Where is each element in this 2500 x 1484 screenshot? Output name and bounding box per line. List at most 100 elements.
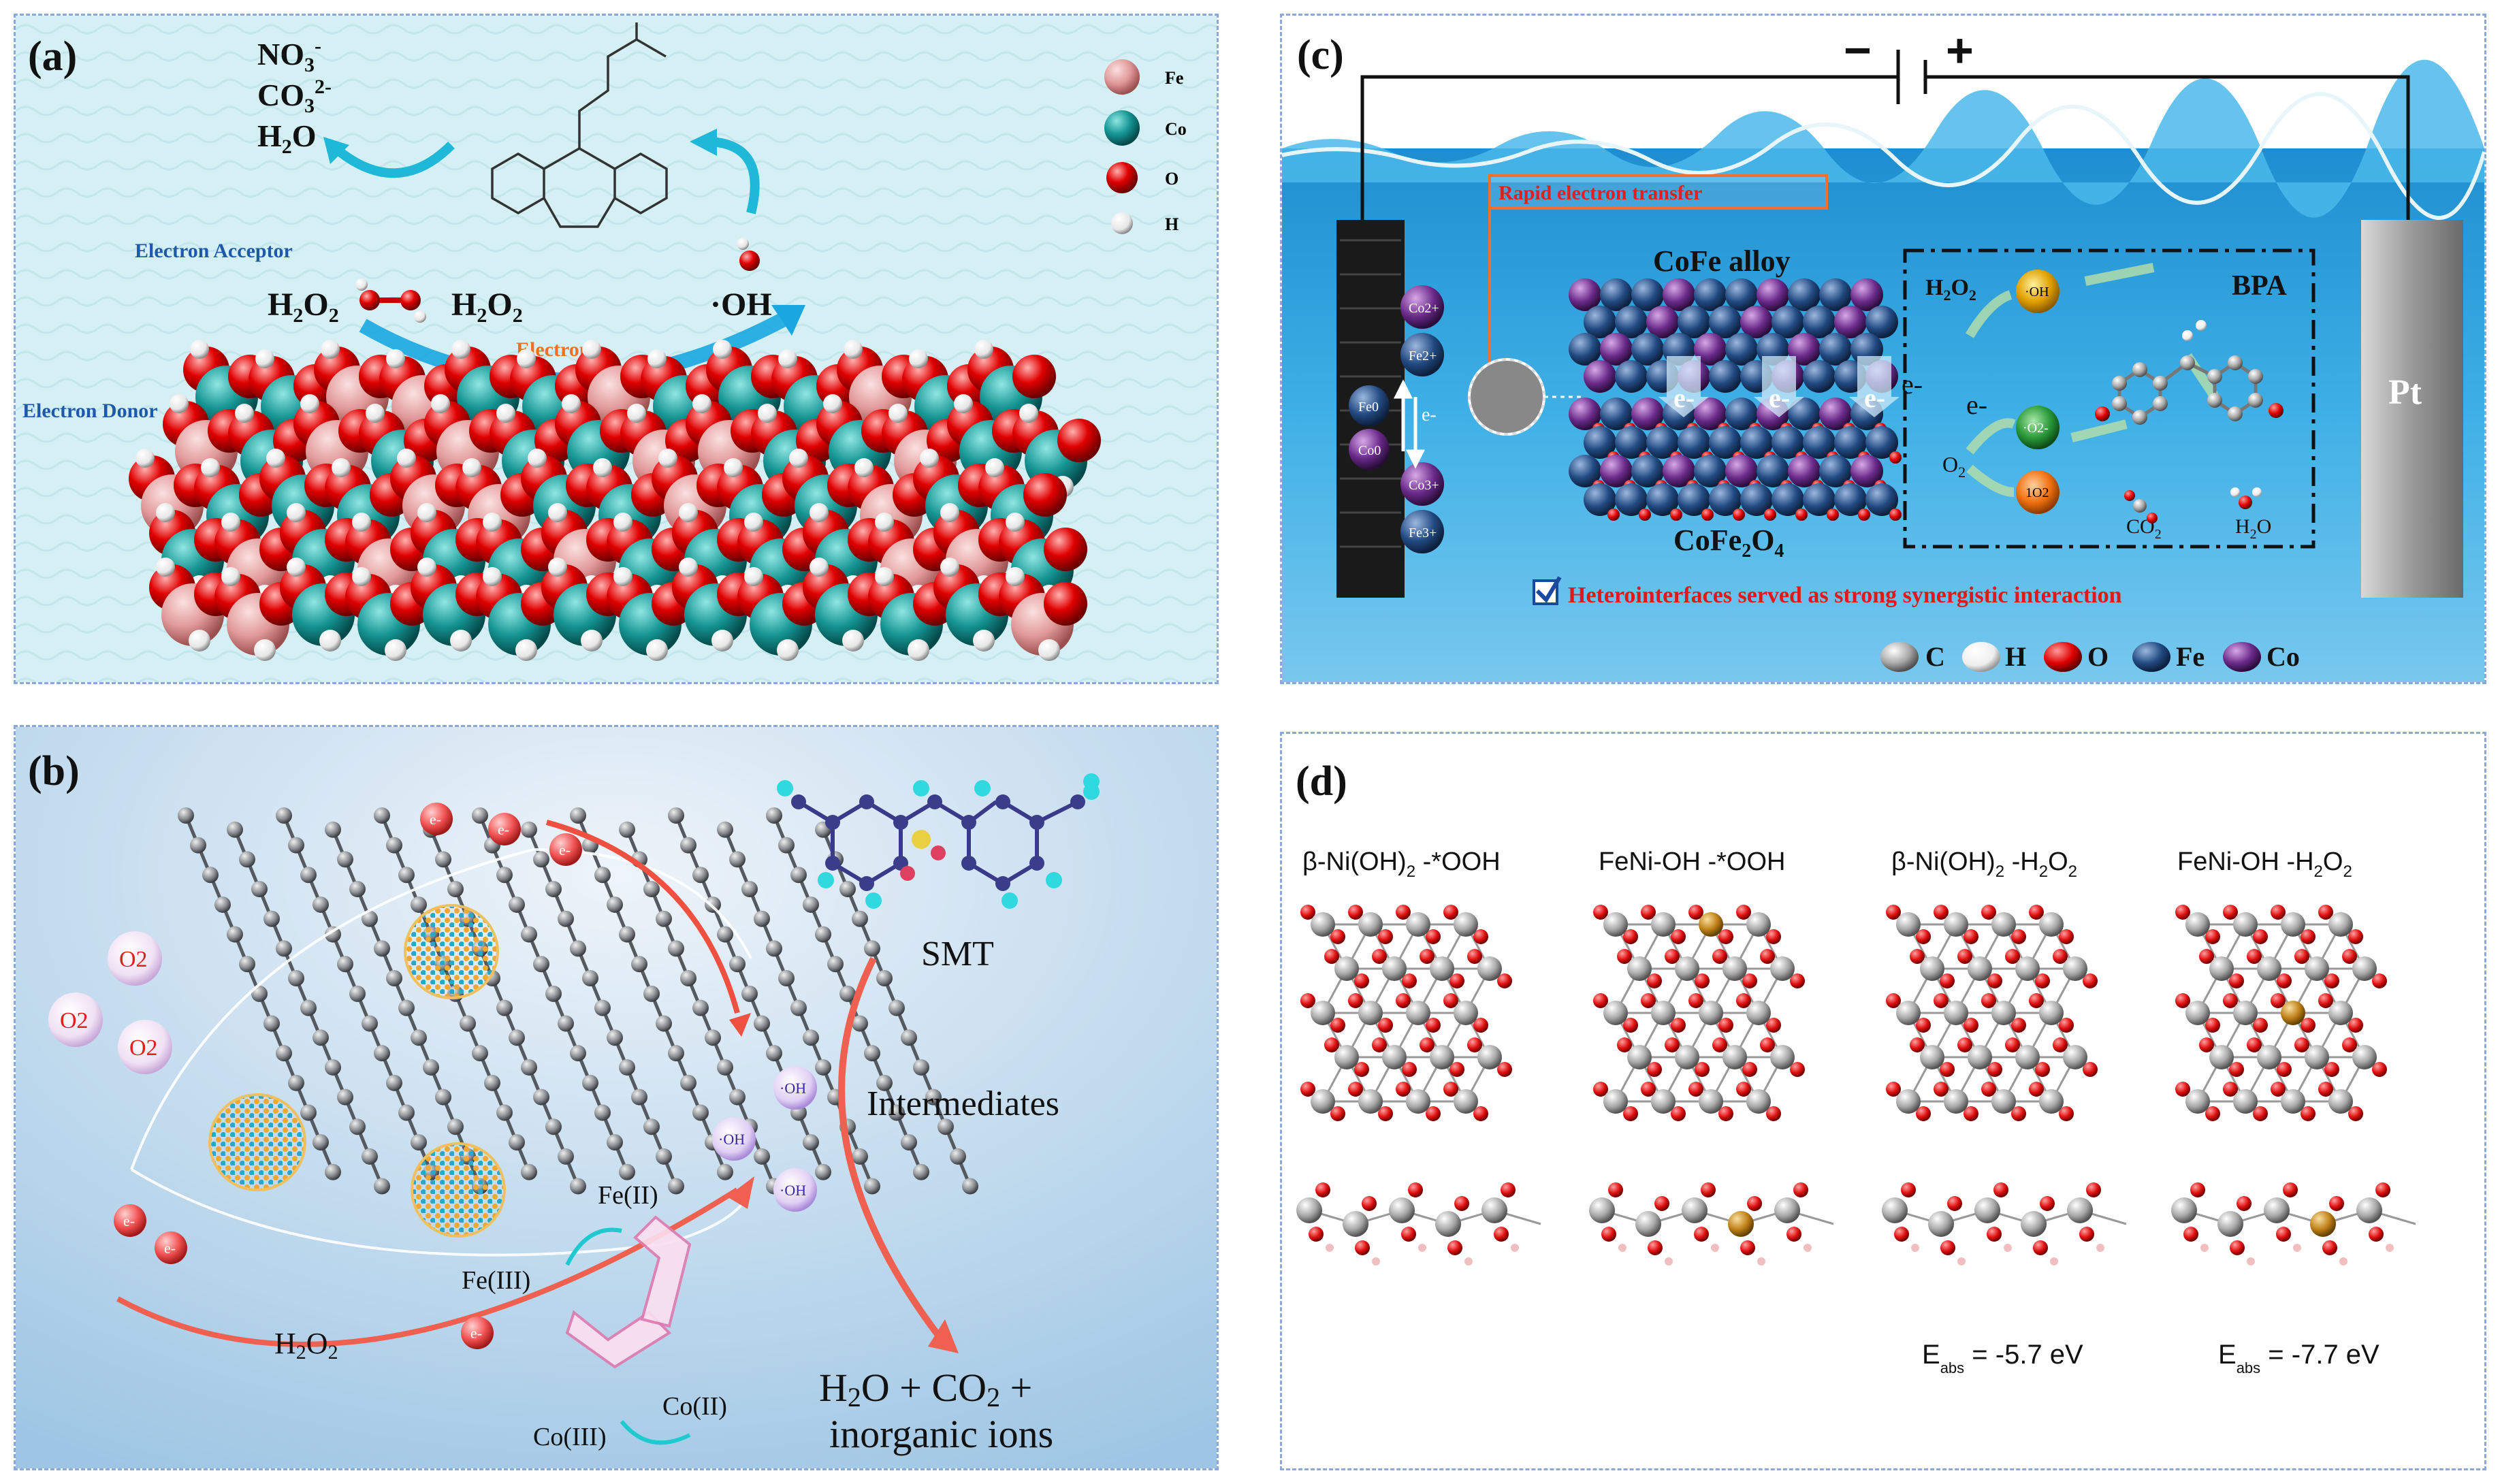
svg-text:Fe0: Fe0 <box>1358 400 1379 415</box>
svg-text:Fe: Fe <box>2176 641 2205 672</box>
electron-spheres: e-e-e-e-e-e- <box>114 803 582 1349</box>
slab-atoms <box>129 340 1101 661</box>
oh-bubbles: ·OH ·OH ·OH <box>712 1066 817 1212</box>
pt-label: Pt <box>2388 373 2422 412</box>
h2o2-label-b: H2O2 <box>274 1327 338 1364</box>
ion-spheres: Co2+ Fe2+ Fe0 Co0 Co3+ Fe3+ <box>1349 285 1444 553</box>
svg-text:Co: Co <box>1165 119 1187 139</box>
title-2: FeNi-OH -*OOH <box>1599 848 1785 876</box>
panel-c-canvas: (c) − + Pt Rapid electron transfer Co2+ … <box>1282 16 2484 682</box>
svg-text:·O2-: ·O2- <box>2023 421 2049 436</box>
title-3: β-Ni(OH)2 -H2O2 <box>1891 848 2077 881</box>
title-4: FeNi-OH -H2O2 <box>2177 848 2352 881</box>
panel-d-canvas: (d) β-Ni(OH)2 -*OOH FeNi-OH -*OOH β-Ni(O… <box>1282 734 2484 1468</box>
svg-text:·OH: ·OH <box>2025 285 2049 300</box>
svg-text:1O2: 1O2 <box>2025 485 2049 500</box>
svg-text:e-: e- <box>1769 383 1790 413</box>
spinel-label: CoFe2O4 <box>1673 523 1784 562</box>
bpa-label: BPA <box>2232 270 2288 302</box>
svg-text:H: H <box>2005 641 2026 672</box>
svg-text:O2: O2 <box>129 1035 158 1061</box>
svg-text:e-: e- <box>559 841 571 858</box>
nanoparticles <box>208 904 506 1238</box>
pollutant-molecule <box>491 22 668 228</box>
battery-plus: + <box>1946 24 1974 77</box>
oh-molecule-icon <box>737 238 760 271</box>
box-electron-1: e- <box>1902 369 1923 400</box>
bpa-molecule <box>2095 320 2283 523</box>
fe-co-cycle: Fe(III) Fe(II) Co(III) Co(II) <box>462 1181 727 1451</box>
svg-text:O: O <box>2087 641 2109 672</box>
panel-a-legend: Fe Co O H <box>1104 59 1187 234</box>
panel-b: (b) e-e-e-e-e-e- O2 O2 O2 ·OH ·OH ·OH H2… <box>14 725 1219 1470</box>
svg-text:Fe3+: Fe3+ <box>1409 526 1437 541</box>
attack-arrow <box>709 137 760 214</box>
panel-b-canvas: (b) e-e-e-e-e-e- O2 O2 O2 ·OH ·OH ·OH H2… <box>16 727 1217 1468</box>
checkmark-icon <box>1535 576 1562 603</box>
electron-flow-arrow <box>545 820 740 1014</box>
panel-c-legend: C H O Fe Co <box>1880 641 2300 672</box>
heterointerface-note: Heterointerfaces served as strong synerg… <box>1568 583 2122 608</box>
h2o2-right: H2O2 <box>451 287 523 327</box>
oh-radical: ·OH <box>710 287 772 323</box>
interface-electrons: e- e- e- <box>1673 383 1885 413</box>
title-1: β-Ni(OH)2 -*OOH <box>1302 848 1501 881</box>
panel-a: (a) NO3- CO32- H2O Fe Co O H Electron Ac… <box>14 14 1219 684</box>
panel-a-label: (a) <box>28 33 77 80</box>
radical-spheres: ·OH ·O2- 1O2 <box>2016 270 2060 514</box>
svg-text:Co2+: Co2+ <box>1409 301 1439 316</box>
transfer-arrows <box>565 1215 692 1369</box>
svg-text:e-: e- <box>1864 383 1885 413</box>
panel-b-label: (b) <box>28 748 80 794</box>
redox-arrows <box>1393 379 1426 469</box>
heterostructure-atoms <box>1569 278 1902 521</box>
panel-d: (d) β-Ni(OH)2 -*OOH FeNi-OH -*OOH β-Ni(O… <box>1280 732 2486 1470</box>
h2o2-flow-arrow <box>116 1187 739 1347</box>
svg-text:Co(III): Co(III) <box>533 1423 607 1451</box>
svg-text:Fe2+: Fe2+ <box>1409 349 1437 364</box>
products-line-2: inorganic ions <box>829 1412 1053 1456</box>
h2o2-molecule-icon <box>355 278 426 323</box>
svg-text:·OH: ·OH <box>780 1182 806 1199</box>
pt-electrode <box>2361 220 2463 598</box>
reaction-box <box>1903 248 2315 549</box>
svg-text:·OH: ·OH <box>780 1080 806 1097</box>
species-h2o: H2O <box>257 118 317 158</box>
circuit-wire <box>1360 50 2410 220</box>
h2o2-label: H2O2 <box>1925 275 1976 304</box>
dft-structures <box>1296 905 2416 1265</box>
h2o2-left: H2O2 <box>268 287 339 327</box>
smt-label: SMT <box>921 935 994 973</box>
svg-text:O2: O2 <box>60 1008 89 1033</box>
svg-text:Fe(II): Fe(II) <box>598 1181 658 1210</box>
svg-text:Co: Co <box>2266 641 2300 672</box>
svg-text:e-: e- <box>498 821 509 838</box>
svg-text:e-: e- <box>164 1240 176 1257</box>
svg-text:e-: e- <box>1673 383 1695 413</box>
svg-text:Fe(III): Fe(III) <box>462 1266 530 1295</box>
electron-donor-label: Electron Donor <box>22 400 158 422</box>
svg-text:O2: O2 <box>119 947 148 972</box>
species-no3: NO3- <box>257 35 321 76</box>
species-co3: CO32- <box>257 76 332 117</box>
panel-c: (c) − + Pt Rapid electron transfer Co2+ … <box>1280 14 2486 684</box>
svg-text:e-: e- <box>123 1212 135 1229</box>
panel-d-label: (d) <box>1296 758 1347 805</box>
degradation-arrow <box>332 142 455 178</box>
panel-a-canvas: (a) NO3- CO32- H2O Fe Co O H Electron Ac… <box>16 16 1217 682</box>
panel-c-label: (c) <box>1297 32 1344 78</box>
o2-bubbles: O2 O2 O2 <box>48 931 172 1074</box>
alloy-label: CoFe alloy <box>1653 244 1791 278</box>
svg-text:C: C <box>1925 641 1945 672</box>
smt-molecule <box>777 773 1100 909</box>
ion-electron: e- <box>1422 404 1437 425</box>
intermediates-label: Intermediates <box>867 1084 1059 1123</box>
rapid-transfer-label: Rapid electron transfer <box>1499 182 1702 204</box>
svg-text:Co0: Co0 <box>1358 443 1381 458</box>
degradation-arrow-b <box>838 956 944 1342</box>
svg-text:e-: e- <box>430 811 441 828</box>
svg-text:O: O <box>1165 169 1179 189</box>
svg-text:·OH: ·OH <box>718 1131 745 1148</box>
svg-text:Co(II): Co(II) <box>662 1392 727 1421</box>
svg-text:e-: e- <box>470 1325 482 1342</box>
